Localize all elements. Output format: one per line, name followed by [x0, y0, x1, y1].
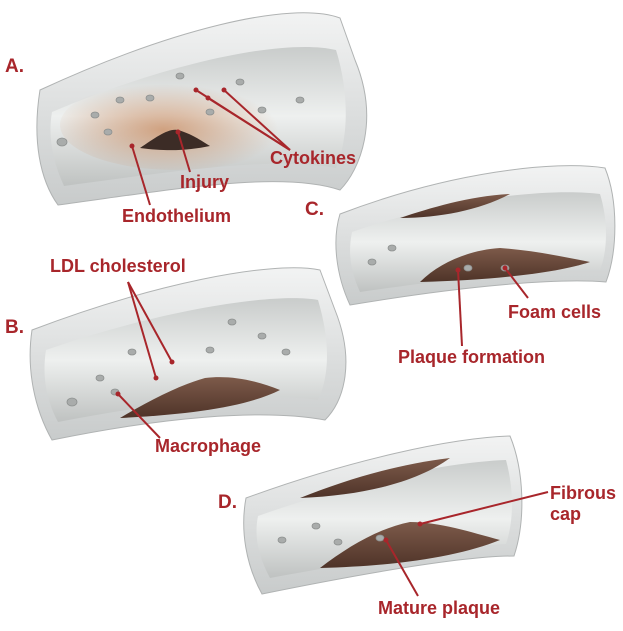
- label-fibrous-cap-line2: cap: [550, 504, 581, 524]
- label-mature-plaque: Mature plaque: [378, 598, 500, 618]
- panel-c-letter: C.: [305, 199, 324, 220]
- inflammation-area: [60, 80, 290, 170]
- panel-d-letter: D.: [218, 492, 237, 513]
- label-plaque-formation: Plaque formation: [398, 347, 545, 367]
- panel-a-letter: A.: [5, 56, 24, 77]
- label-fibrous-cap-line1: Fibrous: [550, 483, 616, 503]
- label-foam-cells: Foam cells: [508, 302, 601, 322]
- label-endothelium: Endothelium: [122, 206, 231, 226]
- label-injury: Injury: [180, 172, 229, 192]
- panel-b-letter: B.: [5, 317, 24, 338]
- panel-a: A. Cytokines Injury Endothelium: [5, 13, 367, 226]
- label-macrophage: Macrophage: [155, 436, 261, 456]
- label-cytokines: Cytokines: [270, 148, 356, 168]
- label-ldl-cholesterol: LDL cholesterol: [50, 256, 186, 276]
- panel-d: D. Fibrous cap Mature plaque: [218, 436, 616, 618]
- panel-b: B. LDL cholesterol Macrophage: [5, 256, 346, 456]
- panel-c: C. Foam cells Plaque formation: [305, 166, 615, 367]
